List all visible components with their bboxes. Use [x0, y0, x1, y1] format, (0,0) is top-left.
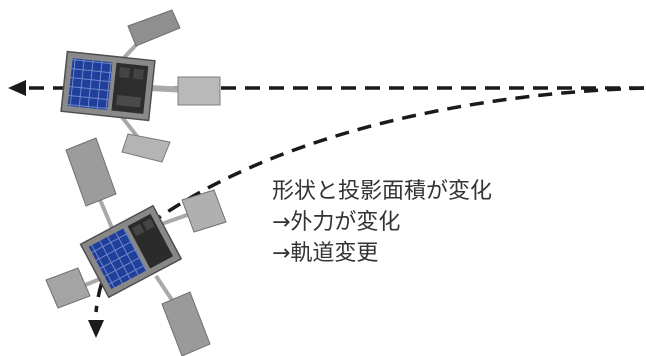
lower-panel: [121, 133, 171, 163]
caption-line-1: 形状と投影面積が変化: [272, 179, 493, 204]
left-arrowhead-icon: [8, 80, 26, 96]
upper-right-box: [181, 189, 227, 233]
solar-array-lower: [88, 227, 147, 290]
lower-right-panel: [161, 291, 211, 356]
right-extension-box: [177, 76, 221, 106]
down-arrowhead-icon: [88, 320, 104, 338]
solar-array: [67, 58, 113, 111]
caption-line-3: →軌道変更: [272, 241, 379, 266]
upper-left-panel: [65, 137, 117, 207]
upper-right-panel: [127, 9, 181, 47]
satellite-expanded-icon: [45, 137, 227, 356]
caption-line-2: →外力が変化: [272, 210, 401, 235]
lower-left-box: [45, 267, 91, 309]
caption-text-block: 形状と投影面積が変化 →外力が変化 →軌道変更: [272, 176, 492, 269]
satellite-compact-icon: [60, 9, 221, 163]
